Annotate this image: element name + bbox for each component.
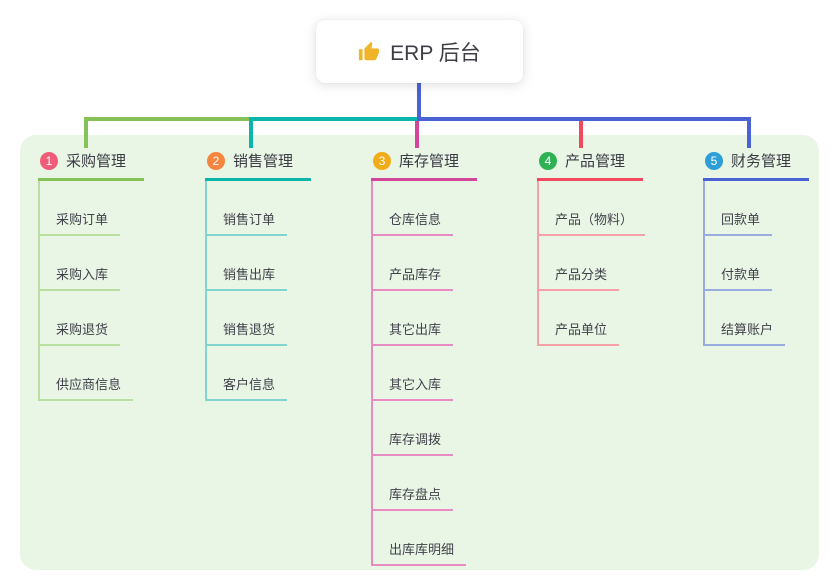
child-row: 其它出库	[373, 291, 466, 346]
thumbs-up-icon	[358, 41, 380, 63]
child-row: 其它入库	[373, 346, 466, 401]
child-row: 供应商信息	[40, 346, 134, 401]
branch-children: 销售订单 销售出库 销售退货 客户信息	[205, 181, 288, 401]
branch-node-product[interactable]: 4 产品管理	[537, 148, 644, 181]
connector-horizontal-right	[417, 117, 751, 121]
child-item[interactable]: 回款单	[705, 209, 773, 236]
child-row: 销售订单	[207, 181, 288, 236]
branch-node-finance[interactable]: 5 财务管理	[703, 148, 810, 181]
branch-inventory: 3 库存管理 仓库信息 产品库存 其它出库 其它入库 库存调拨 库存盘点 出库库…	[371, 148, 478, 566]
branch-label: 采购管理	[66, 153, 127, 170]
child-item[interactable]: 库存调拨	[373, 429, 454, 456]
child-row: 销售出库	[207, 236, 288, 291]
child-item[interactable]: 产品库存	[373, 264, 454, 291]
badge-3: 3	[373, 151, 391, 170]
branch-node-purchase[interactable]: 1 采购管理	[38, 148, 145, 181]
child-row: 库存盘点	[373, 456, 466, 511]
child-row: 采购退货	[40, 291, 133, 346]
child-row: 客户信息	[207, 346, 288, 401]
child-item[interactable]: 产品（物料）	[539, 209, 646, 236]
badge-4: 4	[539, 151, 557, 170]
child-row: 库存调拨	[373, 401, 466, 456]
child-row: 产品单位	[539, 291, 645, 346]
mindmap-background-panel	[20, 135, 819, 570]
badge-1: 1	[40, 151, 58, 170]
child-row: 出库库明细	[373, 511, 467, 566]
child-item[interactable]: 销售出库	[207, 264, 288, 291]
connector-drop-product	[579, 121, 583, 148]
root-node[interactable]: ERP 后台	[316, 20, 523, 83]
child-row: 结算账户	[705, 291, 786, 346]
branch-purchase: 1 采购管理 采购订单 采购入库 采购退货 供应商信息	[38, 148, 145, 401]
connector-drop-inventory	[415, 121, 419, 148]
branch-label: 财务管理	[731, 153, 792, 170]
child-item[interactable]: 供应商信息	[40, 374, 134, 401]
child-item[interactable]: 采购入库	[40, 264, 121, 291]
connector-root-vertical	[417, 82, 421, 119]
child-item[interactable]: 出库库明细	[373, 539, 467, 566]
child-row: 销售退货	[207, 291, 288, 346]
badge-2: 2	[207, 151, 225, 170]
child-item[interactable]: 产品分类	[539, 264, 620, 291]
child-row: 采购入库	[40, 236, 133, 291]
child-item[interactable]: 采购退货	[40, 319, 121, 346]
child-item[interactable]: 销售订单	[207, 209, 288, 236]
branch-sales: 2 销售管理 销售订单 销售出库 销售退货 客户信息	[205, 148, 312, 401]
branch-children: 产品（物料） 产品分类 产品单位	[537, 181, 646, 346]
child-row: 产品（物料）	[539, 181, 646, 236]
child-item[interactable]: 仓库信息	[373, 209, 454, 236]
child-row: 产品库存	[373, 236, 466, 291]
branch-children: 采购订单 采购入库 采购退货 供应商信息	[38, 181, 134, 401]
branch-node-sales[interactable]: 2 销售管理	[205, 148, 312, 181]
child-row: 回款单	[705, 181, 785, 236]
child-row: 产品分类	[539, 236, 645, 291]
child-row: 付款单	[705, 236, 785, 291]
child-item[interactable]: 其它出库	[373, 319, 454, 346]
branch-node-inventory[interactable]: 3 库存管理	[371, 148, 478, 181]
branch-label: 销售管理	[233, 153, 294, 170]
child-item[interactable]: 付款单	[705, 264, 773, 291]
branch-children: 仓库信息 产品库存 其它出库 其它入库 库存调拨 库存盘点 出库库明细	[371, 181, 467, 566]
branch-label: 产品管理	[565, 153, 626, 170]
branch-product: 4 产品管理 产品（物料） 产品分类 产品单位	[537, 148, 646, 346]
child-item[interactable]: 客户信息	[207, 374, 288, 401]
child-item[interactable]: 结算账户	[705, 319, 786, 346]
child-row: 采购订单	[40, 181, 133, 236]
connector-horizontal-purchase	[84, 117, 253, 121]
branch-children: 回款单 付款单 结算账户	[703, 181, 786, 346]
connector-drop-sales	[249, 117, 253, 148]
child-item[interactable]: 其它入库	[373, 374, 454, 401]
branch-finance: 5 财务管理 回款单 付款单 结算账户	[703, 148, 810, 346]
connector-drop-purchase	[84, 117, 88, 148]
connector-horizontal-sales	[249, 117, 421, 121]
root-node-label: ERP 后台	[390, 41, 481, 65]
branch-label: 库存管理	[399, 153, 460, 170]
child-row: 仓库信息	[373, 181, 466, 236]
badge-5: 5	[705, 151, 723, 170]
connector-drop-finance	[747, 117, 751, 148]
child-item[interactable]: 采购订单	[40, 209, 121, 236]
child-item[interactable]: 销售退货	[207, 319, 288, 346]
child-item[interactable]: 库存盘点	[373, 484, 454, 511]
child-item[interactable]: 产品单位	[539, 319, 620, 346]
